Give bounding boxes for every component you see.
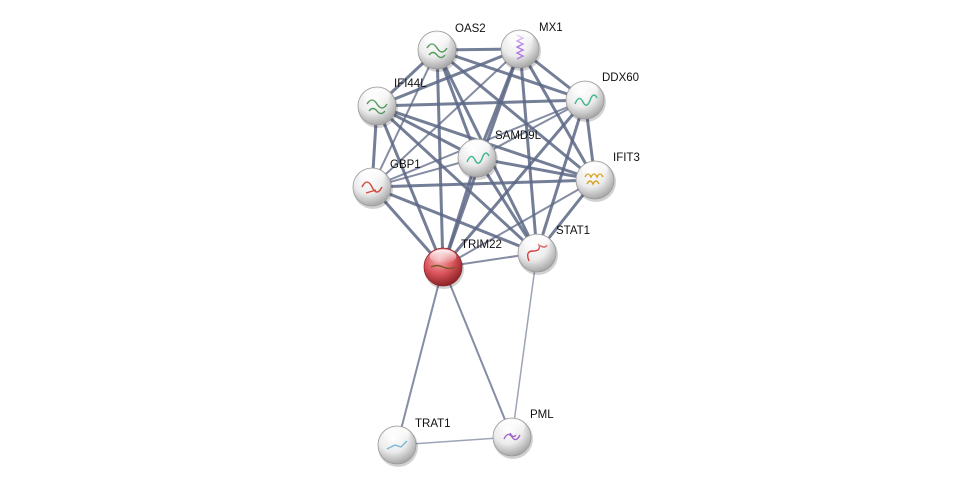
node-highlight	[506, 31, 534, 46]
edge-ddx60-stat1[interactable]	[535, 99, 587, 254]
edge-stat1-pml[interactable]	[511, 252, 538, 438]
node-highlight	[523, 235, 551, 250]
node-label: OAS2	[455, 23, 486, 35]
node-gbp1[interactable]: GBP1	[352, 159, 421, 209]
protein-structure-icon	[503, 432, 521, 441]
node-ifi44l[interactable]: IFI44L	[357, 78, 427, 128]
protein-structure-icon	[430, 264, 456, 270]
node-label: IFI44L	[394, 78, 427, 90]
node-trat1[interactable]: TRAT1	[377, 418, 451, 467]
node-ifit3[interactable]: IFIT3	[575, 152, 640, 202]
node-highlight	[429, 249, 457, 264]
edge-mx1-ifi44l[interactable]	[376, 47, 521, 108]
edge-oas2-gbp1[interactable]	[371, 49, 438, 188]
node-label: IFIT3	[613, 152, 640, 164]
edge-mx1-stat1[interactable]	[518, 48, 539, 254]
node-stat1[interactable]: STAT1	[517, 225, 590, 275]
node-label: DDX60	[602, 72, 639, 84]
edge-gbp1-ifit3[interactable]	[371, 178, 596, 189]
protein-structure-icon	[386, 440, 408, 450]
node-samd9l[interactable]: SAMD9L	[457, 130, 542, 180]
node-highlight	[383, 427, 411, 442]
node-pml[interactable]: PML	[492, 409, 554, 459]
edge-mx1-gbp1[interactable]	[371, 48, 521, 188]
node-label: SAMD9L	[495, 130, 542, 142]
edge-ddx60-ifi44l[interactable]	[376, 98, 586, 108]
protein-structure-icon	[574, 94, 598, 106]
node-label: MX1	[539, 22, 563, 34]
node-mx1[interactable]: MX1	[500, 22, 563, 71]
edge-gbp1-stat1[interactable]	[371, 185, 538, 255]
edge-trim22-pml[interactable]	[442, 266, 513, 438]
edge-ifit3-trim22[interactable]	[442, 179, 596, 268]
node-oas2[interactable]: OAS2	[417, 23, 486, 72]
node-highlight	[498, 419, 526, 434]
node-highlight	[581, 162, 609, 177]
edge-trim22-trat1[interactable]	[396, 266, 444, 446]
node-label: GBP1	[390, 159, 421, 171]
node-highlight	[463, 140, 491, 155]
node-trim22[interactable]: TRIM22	[423, 239, 502, 289]
edge-ddx60-samd9l[interactable]	[476, 99, 586, 159]
node-highlight	[571, 82, 599, 97]
node-label: TRAT1	[415, 418, 451, 430]
edge-samd9l-ifit3[interactable]	[476, 156, 596, 182]
node-highlight	[423, 32, 451, 47]
node-label: STAT1	[556, 225, 590, 237]
node-ddx60[interactable]: DDX60	[565, 72, 639, 122]
node-highlight	[358, 169, 386, 184]
node-highlight	[363, 88, 391, 103]
protein-structure-icon	[361, 181, 383, 194]
protein-structure-icon	[466, 152, 490, 164]
node-label: PML	[530, 409, 554, 421]
node-label: TRIM22	[461, 239, 502, 251]
